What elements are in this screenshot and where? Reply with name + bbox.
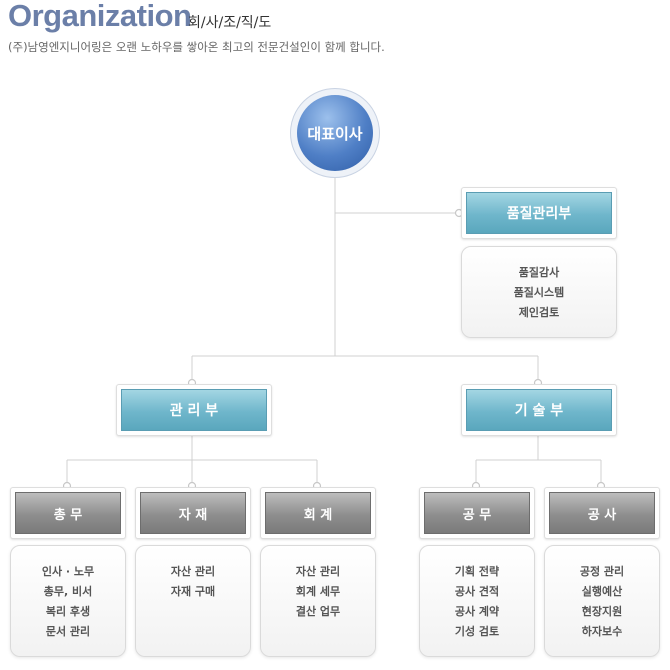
page-description: (주)남영엔지니어링은 오랜 노하우를 쌓아온 최고의 전문건설인이 함께 합니… — [8, 40, 385, 54]
duty-item: 총무, 비서 — [43, 585, 93, 598]
general-duties-card: 인사 · 노무 총무, 비서 복리 후생 문서 관리 — [10, 545, 126, 657]
general-team-node: 총 무 — [10, 487, 126, 539]
material-team-label: 자 재 — [140, 492, 246, 534]
construction-duties-card: 공정 관리 실행예산 현장지원 하자보수 — [544, 545, 660, 657]
duty-item: 회계 세무 — [295, 585, 341, 598]
duty-item: 결산 업무 — [295, 605, 341, 618]
page-title: Organization — [8, 0, 192, 33]
construction-team-label: 공 사 — [549, 492, 655, 534]
duty-item: 문서 관리 — [45, 625, 91, 638]
ceo-label: 대표이사 — [297, 95, 373, 171]
admin-dept-node: 관 리 부 — [116, 384, 272, 436]
duty-item: 하자보수 — [581, 625, 623, 638]
duty-item: 기획 전략 — [454, 565, 500, 578]
ceo-node: 대표이사 — [290, 88, 380, 178]
accounting-duties-card: 자산 관리 회계 세무 결산 업무 — [260, 545, 376, 657]
quality-dept-node: 품질관리부 — [461, 187, 617, 239]
accounting-team-node: 회 계 — [260, 487, 376, 539]
admin-dept-label: 관 리 부 — [121, 389, 267, 431]
page-subtitle: 회/사/조/직/도 — [188, 15, 272, 31]
general-team-label: 총 무 — [15, 492, 121, 534]
duty-item: 공사 견적 — [454, 585, 500, 598]
duty-item: 인사 · 노무 — [41, 565, 95, 578]
duty-item: 품질감사 — [518, 266, 560, 279]
duty-item: 공사 계약 — [454, 605, 500, 618]
works-duties-card: 기획 전략 공사 견적 공사 계약 기성 검토 — [419, 545, 535, 657]
tech-dept-node: 기 술 부 — [461, 384, 617, 436]
works-team-node: 공 무 — [419, 487, 535, 539]
duty-item: 자산 관리 — [170, 565, 216, 578]
duty-item: 제인검토 — [518, 306, 560, 319]
duty-item: 자재 구매 — [170, 585, 216, 598]
quality-duties-card: 품질감사 품질시스템 제인검토 — [461, 246, 617, 338]
accounting-team-label: 회 계 — [265, 492, 371, 534]
tech-dept-label: 기 술 부 — [466, 389, 612, 431]
duty-item: 복리 후생 — [45, 605, 91, 618]
duty-item: 공정 관리 — [579, 565, 625, 578]
duty-item: 품질시스템 — [513, 286, 565, 299]
duty-item: 현장지원 — [581, 605, 623, 618]
material-duties-card: 자산 관리 자재 구매 — [135, 545, 251, 657]
duty-item: 자산 관리 — [295, 565, 341, 578]
duty-item: 기성 검토 — [454, 625, 500, 638]
duty-item: 실행예산 — [581, 585, 623, 598]
construction-team-node: 공 사 — [544, 487, 660, 539]
quality-dept-label: 품질관리부 — [466, 192, 612, 234]
works-team-label: 공 무 — [424, 492, 530, 534]
material-team-node: 자 재 — [135, 487, 251, 539]
